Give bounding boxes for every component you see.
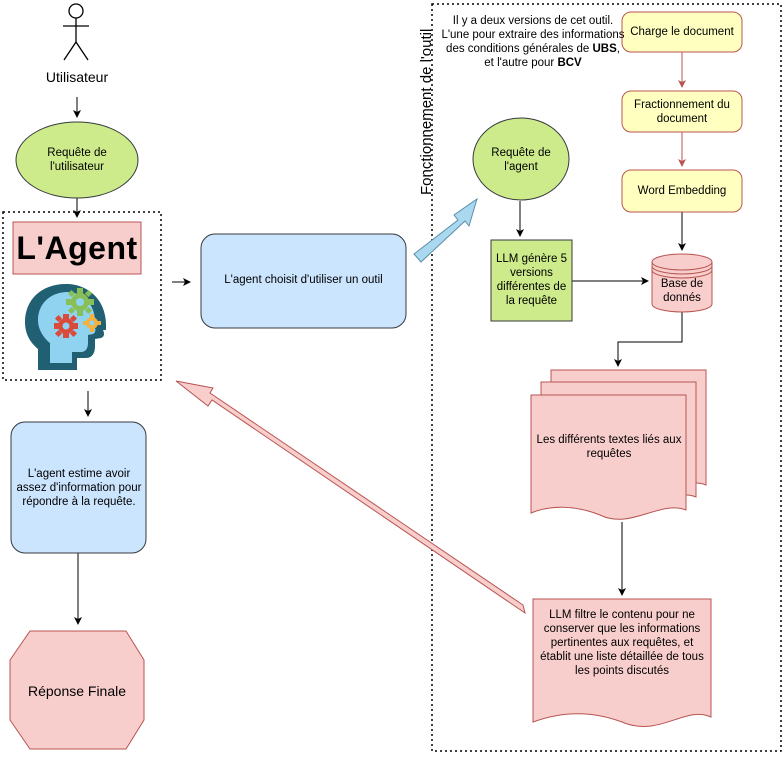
user-actor-icon bbox=[63, 3, 89, 61]
user-label: Utilisateur bbox=[45, 69, 109, 85]
split-document-node bbox=[621, 90, 743, 133]
connectors bbox=[73, 97, 686, 625]
database-text: Base de donnés bbox=[660, 278, 704, 304]
load-document-node bbox=[621, 11, 743, 53]
agent-choice-node bbox=[200, 233, 407, 329]
agent-request-text: Requête de l'agent bbox=[491, 147, 551, 173]
tool-group-border bbox=[431, 3, 782, 752]
agent-title-text: L'Agent bbox=[16, 229, 138, 266]
edge-db-to-texts bbox=[614, 312, 683, 367]
database-node bbox=[651, 253, 713, 313]
tool-section-title: Fonctionnement de l'outil bbox=[418, 28, 435, 195]
user-request-text: Requête de l'utilisateur bbox=[47, 147, 107, 173]
llm-filter-node bbox=[532, 598, 712, 727]
note-bold-bcv: BCV bbox=[557, 57, 582, 69]
agent-title-box bbox=[12, 221, 142, 275]
note-part-2: , et l'autre pour bbox=[484, 43, 620, 69]
note-bold-ubs: UBS bbox=[592, 43, 617, 55]
agent-group-border bbox=[2, 211, 162, 381]
llm-versions-text: LLM génère 5 versions différentes de la … bbox=[496, 253, 567, 307]
agent-choice-text: L'agent choisit d'utiliser un outil bbox=[224, 274, 383, 286]
final-answer-text: Réponse Finale bbox=[27, 683, 127, 699]
blue-arrow-to-tool bbox=[413, 197, 478, 263]
texts-documents-text: Les différents textes liés aux requêtes bbox=[536, 434, 682, 460]
note-part-1: Il y a deux versions de cet outil. L'une… bbox=[441, 15, 625, 55]
embedding-node bbox=[621, 169, 743, 213]
pink-arrow-back-to-agent bbox=[175, 380, 526, 615]
agent-estimate-text: L'agent estime avoir assez d'information… bbox=[16, 468, 142, 508]
brain-gears-icon bbox=[25, 284, 107, 370]
load-document-text: Charge le document bbox=[630, 26, 734, 38]
embedding-text: Word Embedding bbox=[637, 185, 727, 197]
tool-versions-note: Il y a deux versions de cet outil. L'une… bbox=[440, 14, 626, 70]
texts-documents-node bbox=[530, 369, 707, 520]
llm-versions-node bbox=[490, 239, 573, 322]
agent-request-node bbox=[472, 117, 570, 201]
final-answer-node bbox=[9, 630, 145, 750]
split-document-text: Fractionnement du document bbox=[634, 99, 730, 125]
llm-filter-text: LLM filtre le contenu pour ne conserver … bbox=[540, 609, 704, 677]
user-request-node bbox=[15, 121, 139, 199]
agent-estimate-node bbox=[10, 421, 147, 554]
